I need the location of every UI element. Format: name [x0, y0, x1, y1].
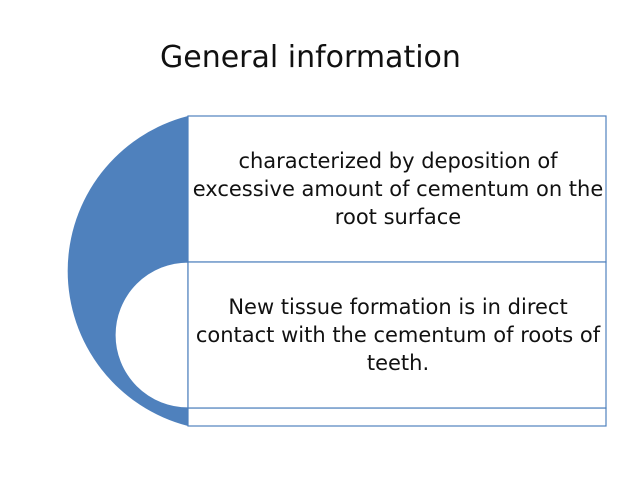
item-2-text: New tissue formation is in direct contac…	[195, 294, 601, 375]
box-1	[187, 115, 607, 263]
bottom-strip	[187, 407, 607, 427]
inner-arc-shape	[114, 261, 189, 409]
page-title: General information	[160, 40, 461, 75]
item-1-text: characterized by deposition of excessive…	[192, 148, 604, 229]
box-2	[187, 261, 607, 409]
